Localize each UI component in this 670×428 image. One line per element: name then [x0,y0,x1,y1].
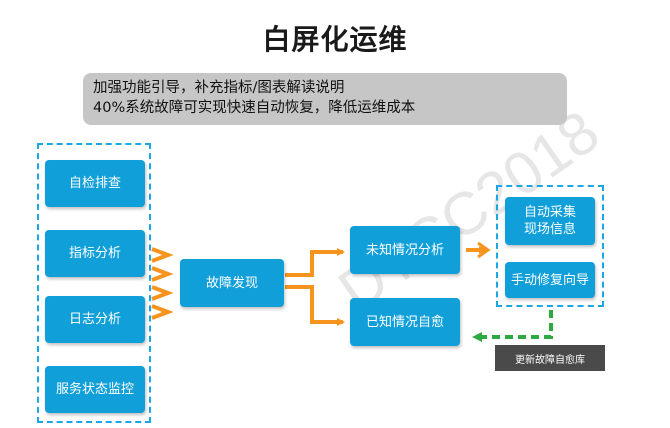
left-to-fault-arrows [151,247,174,320]
node-auto-collect: 自动采集 现场信息 [505,197,595,245]
node-fault-discovery: 故障发现 [180,259,284,307]
info-note: 加强功能引导，补充指标/图表解读说明 40%系统故障可实现快速自动恢复，降低运维… [83,73,567,125]
arrow-fault-to-known [285,285,345,326]
note-line-1: 加强功能引导，补充指标/图表解读说明 [93,80,345,96]
node-service-monitor: 服务状态监控 [45,366,145,413]
update-library-label: 更新故障自愈库 [495,345,605,371]
note-line-2: 40%系统故障可实现快速自动恢复，降低运维成本 [93,100,416,116]
node-manual-repair: 手动修复向导 [505,262,595,298]
node-metric-analysis: 指标分析 [45,230,145,277]
chevron-arrow-right-group [477,241,491,259]
node-known-self-heal: 已知情况自愈 [350,298,460,346]
node-log-analysis: 日志分析 [45,296,145,343]
left-group [37,143,151,423]
chevron-arrow-3 [151,285,174,301]
arrow-update-to-known [472,310,553,342]
node-unknown-analysis: 未知情况分析 [350,226,460,274]
chevron-arrow-4 [151,304,174,320]
page-title: 白屏化运维 [262,23,408,56]
chevron-arrow-2 [151,266,174,282]
node-self-check: 自检排查 [45,160,145,207]
arrow-fault-to-unknown [285,248,345,277]
right-group [496,185,604,307]
chevron-arrow-1 [151,247,174,263]
